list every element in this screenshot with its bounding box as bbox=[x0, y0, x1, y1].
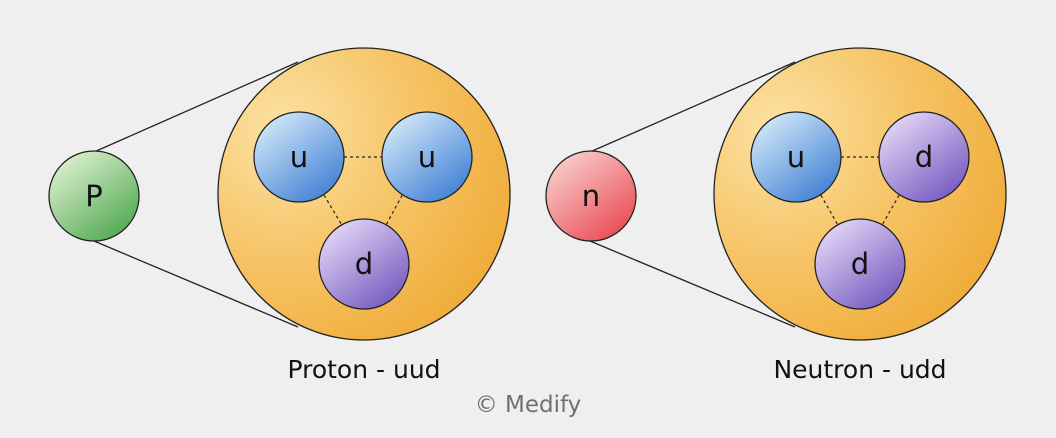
proton-particle-circle bbox=[48, 150, 140, 242]
quark-label: u bbox=[418, 140, 436, 174]
down-quark-circle bbox=[814, 218, 906, 310]
quark-bond-line bbox=[880, 189, 903, 228]
quark-label: d bbox=[851, 247, 869, 281]
copyright-notice: © Medify bbox=[474, 392, 582, 418]
neutron-particle-circle bbox=[545, 150, 637, 242]
neutron-caption: Neutron - udd bbox=[773, 355, 947, 384]
quark-label: d bbox=[915, 140, 933, 174]
down-quark-circle bbox=[318, 218, 410, 310]
quark-label: u bbox=[787, 140, 805, 174]
quark-bond-line bbox=[320, 189, 344, 228]
up-quark-circle bbox=[381, 111, 473, 203]
zoom-line-top bbox=[93, 61, 299, 153]
quark-label: u bbox=[290, 140, 308, 174]
up-quark-circle bbox=[750, 111, 842, 203]
zoom-line-bottom bbox=[589, 240, 796, 328]
proton-symbol: P bbox=[85, 179, 103, 213]
quark-bond-line bbox=[817, 189, 840, 228]
neutron-group: u d d n bbox=[545, 47, 1007, 341]
zoom-line-top bbox=[589, 61, 796, 153]
neutron-symbol: n bbox=[582, 179, 600, 213]
proton-group: u u d P bbox=[48, 47, 511, 341]
down-quark-circle bbox=[878, 111, 970, 203]
zoom-line-bottom bbox=[93, 240, 299, 328]
up-quark-circle bbox=[253, 111, 345, 203]
proton-caption: Proton - uud bbox=[287, 355, 441, 384]
quark-label: d bbox=[355, 247, 373, 281]
quark-bond-line bbox=[384, 189, 406, 228]
